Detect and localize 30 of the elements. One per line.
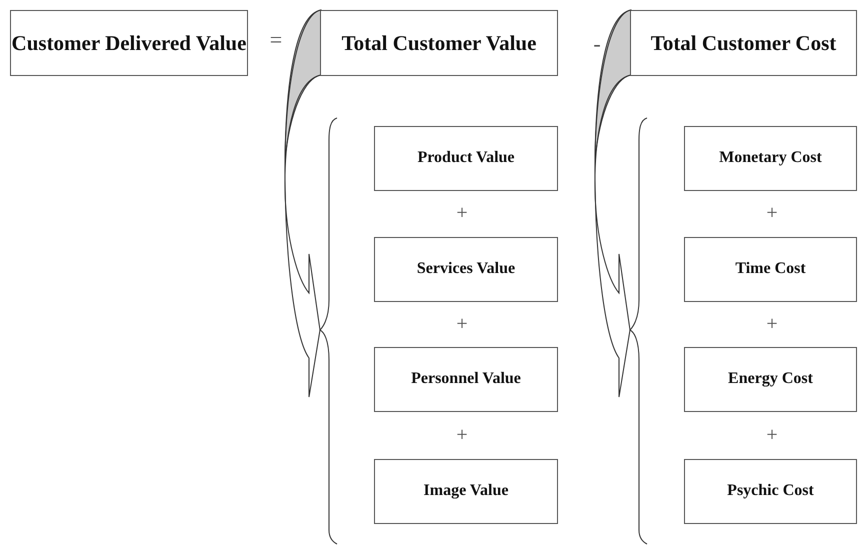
component-box [684, 347, 857, 412]
box-label: Time Cost [735, 260, 806, 279]
operator-sign: + [456, 203, 468, 223]
box-label: Image Value [424, 482, 508, 501]
operator-sign: + [456, 314, 468, 334]
box-label: Personnel Value [411, 370, 521, 389]
heading-box [10, 10, 248, 76]
box-label: Monetary Cost [719, 149, 822, 168]
component-box [374, 459, 558, 524]
operator-sign: = [270, 29, 282, 51]
component-box [684, 237, 857, 302]
operator-sign: - [593, 33, 601, 55]
operator-sign: + [766, 425, 778, 445]
box-label: Psychic Cost [727, 482, 814, 501]
component-box [374, 347, 558, 412]
operator-sign: + [766, 314, 778, 334]
box-label: Customer Delivered Value [12, 30, 246, 56]
component-box [374, 126, 558, 191]
box-label: Total Customer Cost [650, 30, 836, 56]
operator-sign: + [456, 425, 468, 445]
component-box [684, 126, 857, 191]
operator-sign: + [766, 203, 778, 223]
heading-box [320, 10, 558, 76]
component-box [374, 237, 558, 302]
heading-box [630, 10, 857, 76]
box-label: Energy Cost [728, 370, 813, 389]
component-box [684, 459, 857, 524]
box-label: Total Customer Value [342, 30, 536, 56]
box-label: Services Value [416, 260, 516, 279]
box-label: Product Value [417, 149, 515, 168]
